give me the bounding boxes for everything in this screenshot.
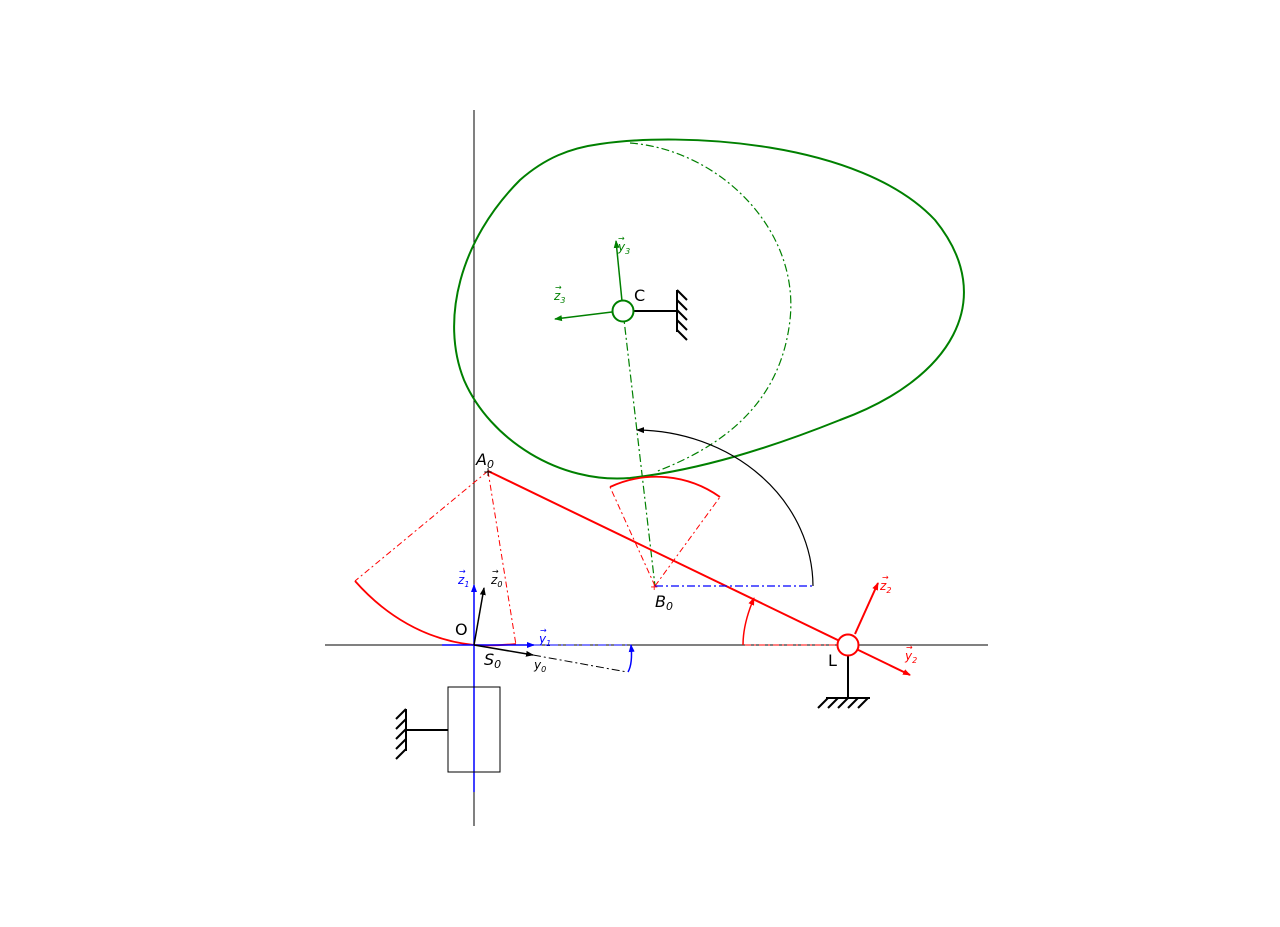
point-a0-mark: + bbox=[483, 465, 493, 479]
point-c-label: C bbox=[634, 286, 645, 305]
vector-y3-arrowmark: → bbox=[618, 234, 625, 243]
lever-pivot-l bbox=[836, 633, 860, 657]
vector-z2-label: z2 bbox=[879, 579, 891, 595]
a0-sector-arc bbox=[354, 580, 517, 647]
vector-z2-arrowmark: → bbox=[882, 573, 889, 582]
point-o-label: O bbox=[455, 620, 468, 639]
cam-ground-icon bbox=[676, 289, 688, 341]
a0-sector-left bbox=[354, 470, 489, 582]
vector-y2-label: y2 bbox=[904, 649, 917, 665]
a0-sector-right bbox=[487, 470, 517, 646]
tilt-angle-arc bbox=[627, 644, 635, 673]
vector-y0-arrow bbox=[473, 644, 534, 657]
cam-to-follower-line bbox=[622, 310, 656, 587]
vector-y0-label: y0 bbox=[533, 658, 546, 674]
vector-y2-arrowmark: → bbox=[906, 643, 913, 652]
vector-y1-arrowmark: → bbox=[540, 626, 547, 635]
point-a0-label: A0 bbox=[475, 450, 494, 471]
lever-ground-icon bbox=[817, 697, 870, 709]
cam-profile bbox=[453, 138, 965, 480]
y0-extension bbox=[532, 654, 628, 673]
follower-sector-left bbox=[609, 486, 656, 587]
vector-y1-label: y1 bbox=[538, 632, 551, 648]
follower-sector-right bbox=[654, 496, 721, 587]
lever-link-a0-l bbox=[487, 470, 849, 646]
point-b0-mark: + bbox=[650, 582, 658, 593]
vector-z0-arrowmark: → bbox=[492, 567, 499, 576]
follower-sector-arc bbox=[609, 475, 721, 498]
vector-y3-label: y3 bbox=[617, 240, 630, 256]
vector-z2-arrow bbox=[854, 582, 879, 635]
cam-base-circle bbox=[629, 142, 792, 473]
point-l-label: L bbox=[828, 651, 837, 670]
cam-angle-arc bbox=[636, 427, 814, 587]
vector-z0-arrow bbox=[473, 587, 486, 646]
vector-z3-label: z3 bbox=[553, 289, 565, 305]
vector-z3-arrow bbox=[554, 311, 613, 322]
vector-z1-arrowmark: → bbox=[459, 567, 466, 576]
vector-z3-arrowmark: → bbox=[555, 283, 562, 292]
point-s0-label: S0 bbox=[484, 650, 501, 671]
slider-ground-icon bbox=[395, 708, 407, 760]
lever-angle-arc bbox=[742, 597, 755, 646]
vector-z1-label: z1 bbox=[457, 573, 469, 589]
vector-z0-label: z0 bbox=[490, 573, 502, 589]
point-b0-label: B0 bbox=[655, 592, 673, 613]
cam-pivot-c bbox=[611, 299, 635, 323]
vector-y3-arrow bbox=[613, 240, 624, 312]
